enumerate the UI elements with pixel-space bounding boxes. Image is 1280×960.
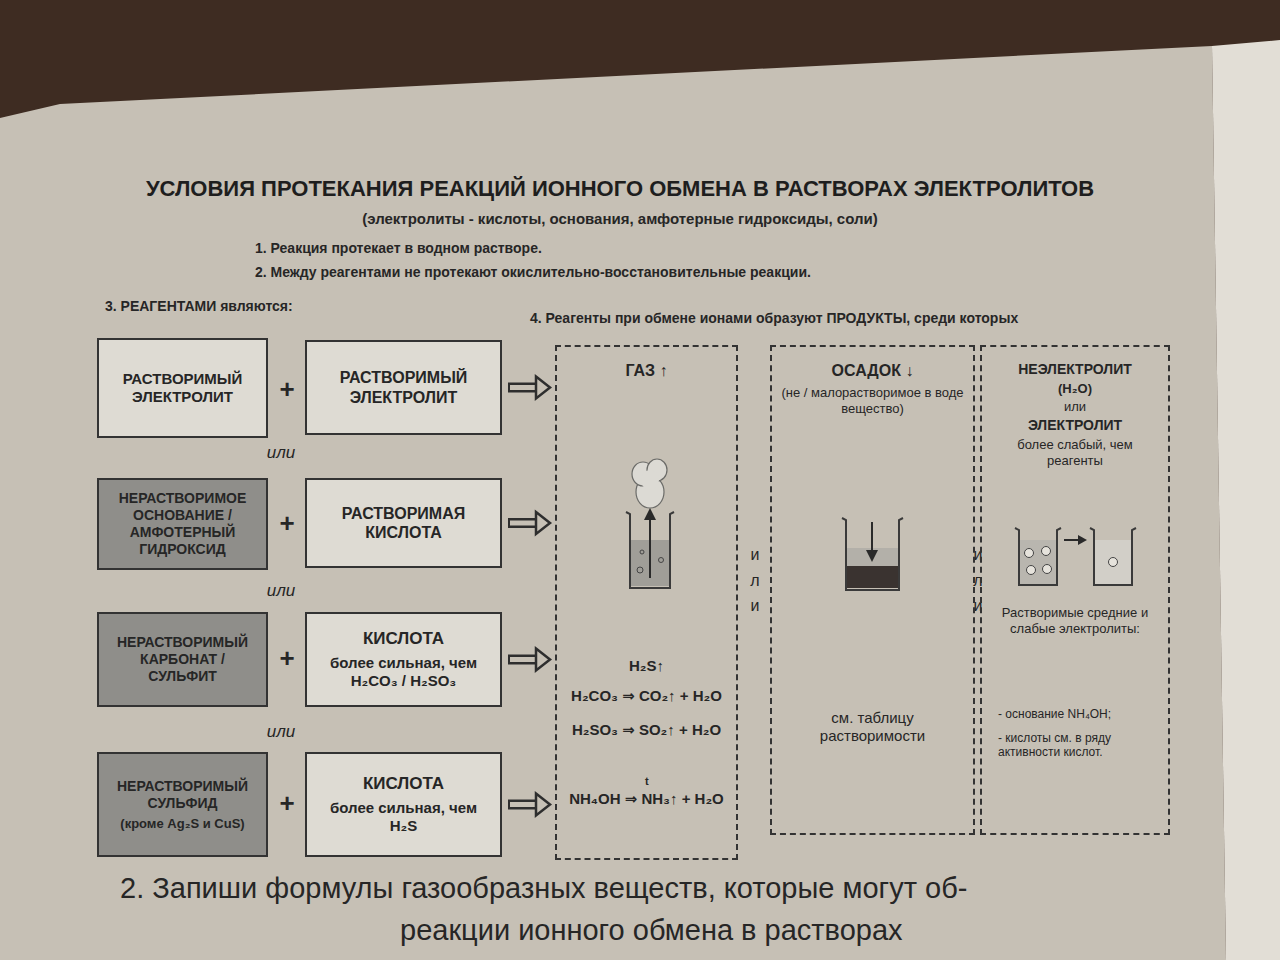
plus-sign: +: [274, 508, 300, 539]
plus-sign: +: [274, 374, 300, 405]
reagent-box: КИСЛОТА более сильная, чем H₂CO₃ / H₂SO₃: [305, 612, 502, 707]
node-text: NH₄OH ⇒ NH₃↑ + H₂O: [565, 790, 728, 808]
node-heading: КИСЛОТА: [315, 774, 492, 794]
condition-note: 1. Реакция протекает в водном растворе.: [255, 240, 542, 256]
condition-note: 3. РЕАГЕНТАМИ являются:: [105, 298, 293, 314]
diagram-title: УСЛОВИЯ ПРОТЕКАНИЯ РЕАКЦИЙ ИОННОГО ОБМЕН…: [0, 176, 1240, 202]
node-text: - кислоты см. в ряду активности кислот.: [990, 731, 1160, 760]
reagent-box: РАСТВОРИМАЯ КИСЛОТА: [305, 478, 502, 568]
product-precipitate-panel: ОСАДОК ↓ (не / малорастворимое в воде вещ…: [770, 345, 975, 835]
or-word: или: [256, 581, 306, 601]
node-text: см. таблицу растворимости: [780, 709, 965, 745]
node-heading: НЕРАСТВОРИМОЕ ОСНОВАНИЕ / АМФОТЕРНЫЙ ГИД…: [107, 490, 258, 557]
double-arrow-connector: [508, 512, 550, 534]
reagent-box-shaded: НЕРАСТВОРИМОЕ ОСНОВАНИЕ / АМФОТЕРНЫЙ ГИД…: [97, 478, 268, 570]
or-word: или: [256, 443, 306, 463]
task-text: 2. Запиши формулы газообразных веществ, …: [120, 872, 967, 905]
task-text: реакции ионного обмена в растворах: [400, 914, 903, 947]
node-heading: РАСТВОРИМАЯ КИСЛОТА: [315, 504, 492, 542]
node-heading: РАСТВОРИМЫЙ ЭЛЕКТРОЛИТ: [315, 368, 492, 406]
node-text: (не / малорастворимое в воде вещество): [780, 385, 965, 416]
page-edge: [1212, 40, 1280, 960]
or-word-vertical: или: [747, 542, 763, 619]
product-gas-panel: ГАЗ ↑ H₂S↑ H₂CO₃ ⇒ CO₂↑ + H₂O H₂SO₃ ⇒ SO₂↑ …: [555, 345, 738, 860]
or-word: или: [256, 722, 306, 742]
node-text: более сильная, чем H₂CO₃ / H₂SO₃: [315, 654, 492, 690]
arrow-head: [536, 794, 550, 816]
node-heading: ОСАДОК ↓: [780, 361, 965, 380]
node-heading: НЕРАСТВОРИМЫЙ СУЛЬФИД: [107, 778, 258, 812]
arrow-head: [536, 377, 550, 399]
reagent-box: РАСТВОРИМЫЙ ЭЛЕКТРОЛИТ: [305, 340, 502, 435]
node-text: Растворимые средние и слабые электролиты…: [990, 605, 1160, 636]
node-text: H₂S↑: [565, 657, 728, 675]
plus-sign: +: [274, 643, 300, 674]
node-text: ЭЛЕКТРОЛИТ: [990, 417, 1160, 434]
reagent-box-shaded: НЕРАСТВОРИМЫЙ СУЛЬФИД (кроме Ag₂S и CuS): [97, 752, 268, 857]
plus-sign: +: [274, 788, 300, 819]
double-arrow-connector: [508, 377, 550, 399]
node-text: - основание NH₄OH;: [990, 707, 1160, 721]
node-text: t: [565, 775, 728, 788]
precipitate-beaker-illustration: [842, 518, 903, 590]
node-text: (кроме Ag₂S и CuS): [107, 816, 258, 832]
ions-beakers-illustration: [1015, 528, 1136, 585]
condition-note: 4. Реагенты при обмене ионами образуют П…: [530, 310, 1018, 326]
or-word-vertical: или: [970, 542, 986, 619]
node-heading: НЕЭЛЕКТРОЛИТ: [990, 361, 1160, 378]
node-text: H₂CO₃ ⇒ CO₂↑ + H₂O: [565, 687, 728, 705]
reagent-box: РАСТВОРИМЫЙ ЭЛЕКТРОЛИТ: [97, 338, 268, 438]
condition-note: 2. Между реагентами не протекают окислит…: [255, 264, 811, 280]
node-heading: НЕРАСТВОРИМЫЙ КАРБОНАТ / СУЛЬФИТ: [107, 634, 258, 684]
node-text: H₂SO₃ ⇒ SO₂↑ + H₂O: [565, 721, 728, 739]
node-heading: КИСЛОТА: [315, 629, 492, 649]
double-arrow-connector: [508, 794, 550, 816]
node-text: более сильная, чем H₂S: [315, 799, 492, 835]
node-text: более слабый, чем реагенты: [990, 437, 1160, 468]
arrow-head: [536, 649, 550, 671]
node-heading: РАСТВОРИМЫЙ ЭЛЕКТРОЛИТ: [107, 370, 258, 406]
node-heading: ГАЗ ↑: [565, 361, 728, 380]
subtitle: (электролиты - кислоты, основания, амфот…: [0, 210, 1240, 227]
product-weak-electrolyte-panel: НЕЭЛЕКТРОЛИТ (H₂O) илиЭЛЕКТРОЛИТ более слаб…: [980, 345, 1170, 835]
double-arrow-connector: [508, 649, 550, 671]
node-text: (H₂O): [990, 381, 1160, 397]
reagent-box-shaded: НЕРАСТВОРИМЫЙ КАРБОНАТ / СУЛЬФИТ: [97, 612, 268, 707]
gas-beaker-illustration: [626, 459, 674, 588]
reagent-box: КИСЛОТА более сильная, чем H₂S: [305, 752, 502, 857]
node-text: или: [990, 399, 1160, 415]
arrow-head: [536, 512, 550, 534]
